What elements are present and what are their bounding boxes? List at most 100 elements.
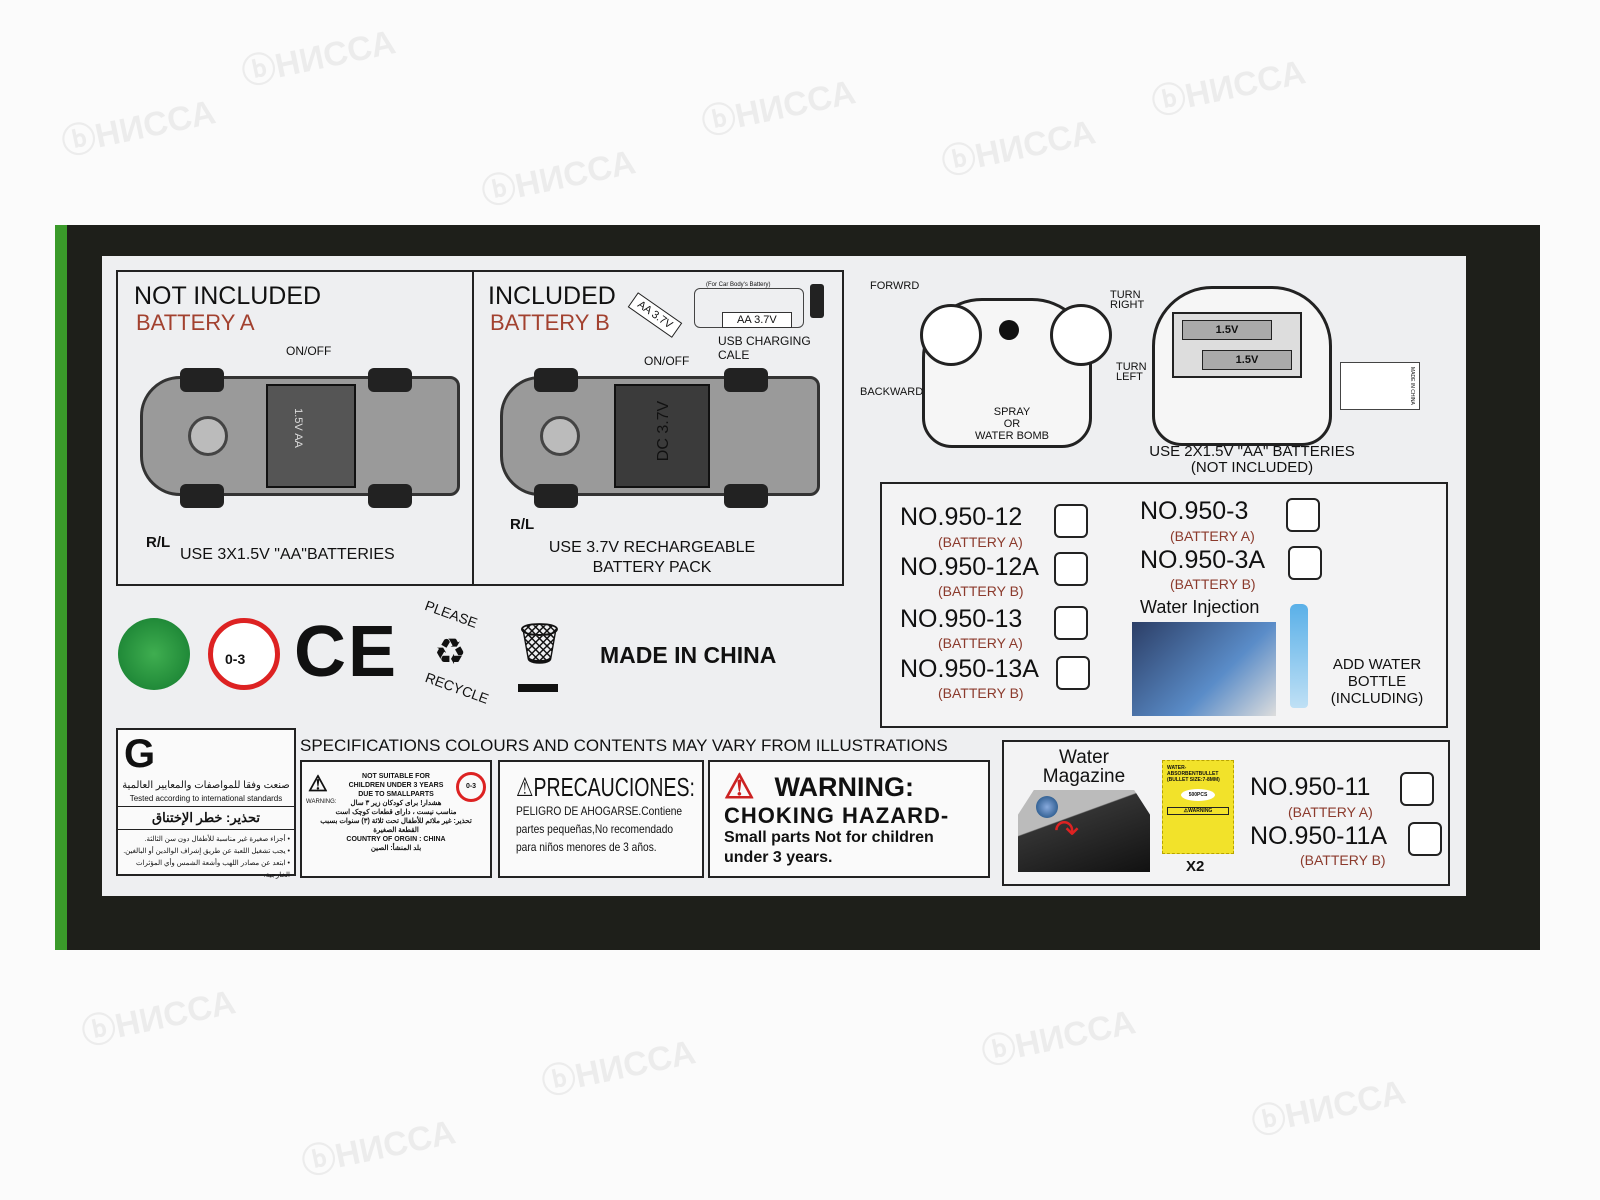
small-warning-panel: ⚠ WARNING: 0-3 NOT SUITABLE FOR CHILDREN… (300, 760, 492, 878)
forward-stick (920, 304, 982, 366)
warning-triangle-icon: ⚠ (308, 771, 328, 796)
text-line: partes pequeñas,No recomendado (516, 822, 674, 836)
precauciones-title: ⚠PRECAUCIONES: (516, 772, 695, 802)
warning-triangle-icon: ⚠ (724, 768, 755, 806)
battery-b-panel: INCLUDED BATTERY B AA 3.7V (For Car Body… (472, 270, 844, 586)
rl-label: R/L (510, 516, 535, 533)
warning-text: NOT SUITABLE FOR (362, 773, 430, 780)
model-number: NO.950-3A (1140, 546, 1266, 574)
bullet-pack: WATER- ABSORBENTBULLET (BULLET SIZE:7-8M… (1162, 760, 1234, 854)
model-battery: (BATTERY B) (938, 685, 1024, 701)
model-checkbox[interactable] (1288, 546, 1322, 580)
battery-b-subtitle: BATTERY B (490, 310, 610, 335)
water-bullet-icon (1036, 796, 1058, 818)
battery-a-note: USE 3X1.5V "AA"BATTERIES (180, 546, 395, 563)
turn-left-label: TURN LEFT (1116, 361, 1147, 383)
warning-text-fa: هشدار! برای کودکان زیر ۳ سال (350, 800, 442, 807)
choking-line: CHOKING HAZARD- (724, 803, 950, 828)
bullet: • يجب تشغيل اللعبة عن طريق إشراف الوالدي… (123, 848, 290, 855)
choking-line: Small parts Not for children (724, 829, 934, 846)
precauciones-title-text: PRECAUCIONES: (533, 772, 695, 802)
standards-arabic: صنعت وفقا للمواصفات والمعايير العالمية (122, 780, 290, 791)
warning-text-ar: تحذير: غير ملائم للأطفال تحت ثلاثة (٣) س… (320, 818, 472, 825)
spray-label: SPRAY OR WATER BOMB (962, 406, 1062, 442)
bottle-text: BOTTLE (1347, 673, 1407, 690)
battery-a-panel: NOT INCLUDED BATTERY A ON/OFF 1.5V AA R/… (116, 270, 474, 586)
watermark: ⓑНИССА (78, 983, 239, 1053)
bullet: • ابتعد عن مصادر اللهب وأشعة الشمس وأي ا… (135, 860, 290, 879)
pack-text: (BULLET SIZE:7-8MM) (1167, 777, 1220, 783)
spray-button (999, 320, 1019, 340)
watermark: ⓑНИССА (1248, 1073, 1409, 1143)
warning-text: DUE TO SMALLPARTS (358, 791, 434, 798)
pack-count: 500PCS (1181, 789, 1215, 801)
model-number: NO.950-12A (900, 553, 1039, 581)
bottle-text: ADD WATER (1332, 656, 1422, 673)
model-checkbox[interactable] (1054, 552, 1088, 586)
warning-text-fa: مناسب نیست ، دارای قطعات کوچک است (335, 809, 457, 816)
weee-bar (518, 684, 558, 692)
pack-warning: ⚠WARNING (1167, 807, 1229, 815)
model-battery: (BATTERY A) (1288, 804, 1373, 820)
choking-title: WARNING: (774, 771, 914, 802)
on-off-label: ON/OFF (286, 344, 332, 358)
country-of-origin: COUNTRY OF ORGIN : CHINA (346, 836, 446, 843)
model-checkbox[interactable] (1056, 656, 1090, 690)
model-checkbox[interactable] (1054, 504, 1088, 538)
warning-label: WARNING: (306, 799, 337, 805)
red-arrow-icon: ↷ (1054, 815, 1080, 848)
note-line: USE 3.7V RECHARGEABLE (548, 539, 756, 556)
water-injection-photo (1132, 622, 1276, 716)
cell-label: 1.5V AA (291, 408, 304, 448)
standards-panel: G صنعت وفقا للمواصفات والمعايير العالمية… (116, 728, 296, 879)
recycle-bottom-text: RECYCLE (423, 669, 491, 707)
watermark: ⓑНИССА (238, 23, 399, 93)
watermark: ⓑНИССА (698, 73, 859, 143)
model-number: NO.950-11A (1250, 822, 1388, 850)
watermark: ⓑНИССА (58, 93, 219, 163)
usb-plug-icon (810, 284, 824, 318)
pack-multiplier: X2 (1186, 858, 1205, 875)
model-battery: (BATTERY A) (938, 635, 1023, 651)
made-in-china: MADE IN CHINA (600, 642, 777, 668)
country-of-origin-ar: بلد المنشأ: الصين (370, 845, 422, 852)
note-line: (NOT INCLUDED) (1190, 459, 1314, 476)
battery-cell: 1.5V (1182, 320, 1272, 340)
label-panel: NOT INCLUDED BATTERY A ON/OFF 1.5V AA R/… (102, 256, 1466, 896)
water-magazine-photo: ↷ (1018, 790, 1150, 872)
note-line: USE 2X1.5V "AA" BATTERIES (1149, 443, 1355, 460)
spray-text: SPRAY (993, 406, 1031, 418)
steering-stick (1050, 304, 1112, 366)
title-line: Water (1059, 747, 1109, 768)
model-number: NO.950-12 (900, 503, 1023, 531)
no-under-3-icon: 0-3 (208, 618, 280, 690)
arabic-warning-title: تحذير: خطر الإختناق (118, 806, 294, 830)
water-bottle-icon (1290, 604, 1308, 708)
water-bomb-text: WATER BOMB (975, 430, 1049, 442)
model-battery: (BATTERY A) (938, 534, 1023, 550)
watermark: ⓑНИССА (978, 1003, 1139, 1073)
controller-note: USE 2X1.5V "AA" BATTERIES (NOT INCLUDED) (1122, 444, 1382, 476)
model-checkbox[interactable] (1400, 772, 1434, 806)
title-line: Magazine (1042, 766, 1126, 787)
g-mark-logo: G (124, 732, 156, 776)
ce-mark: CE (294, 612, 399, 692)
warning-text-ar: القطعة الصغيرة (373, 827, 419, 834)
recycle-icon: ♻ (434, 631, 467, 672)
text-line: para niños menores de 3 años. (516, 840, 657, 854)
model-checkbox[interactable] (1408, 822, 1442, 856)
model-checkbox[interactable] (1286, 498, 1320, 532)
note-line: BATTERY PACK (592, 559, 712, 576)
battery-b-title: INCLUDED (488, 282, 616, 310)
pack-text: WATER- (1167, 765, 1187, 771)
weee-bin-icon: 🗑 (514, 622, 565, 666)
bullet: • أجزاء صغيرة غير مناسبة للأطفال دون سن … (144, 836, 290, 843)
usb-cable-label: USB CHARGING CALE (718, 334, 811, 362)
age-label: 0-3 (225, 651, 246, 667)
battery-cell: 1.5V (1202, 350, 1292, 370)
watermark: ⓑНИССА (478, 143, 639, 213)
on-off-label: ON/OFF (644, 354, 690, 368)
text-line: PELIGRO DE AHOGARSE.Contiene (516, 804, 683, 818)
model-checkbox[interactable] (1054, 606, 1088, 640)
model-number: NO.950-3 (1140, 497, 1249, 525)
